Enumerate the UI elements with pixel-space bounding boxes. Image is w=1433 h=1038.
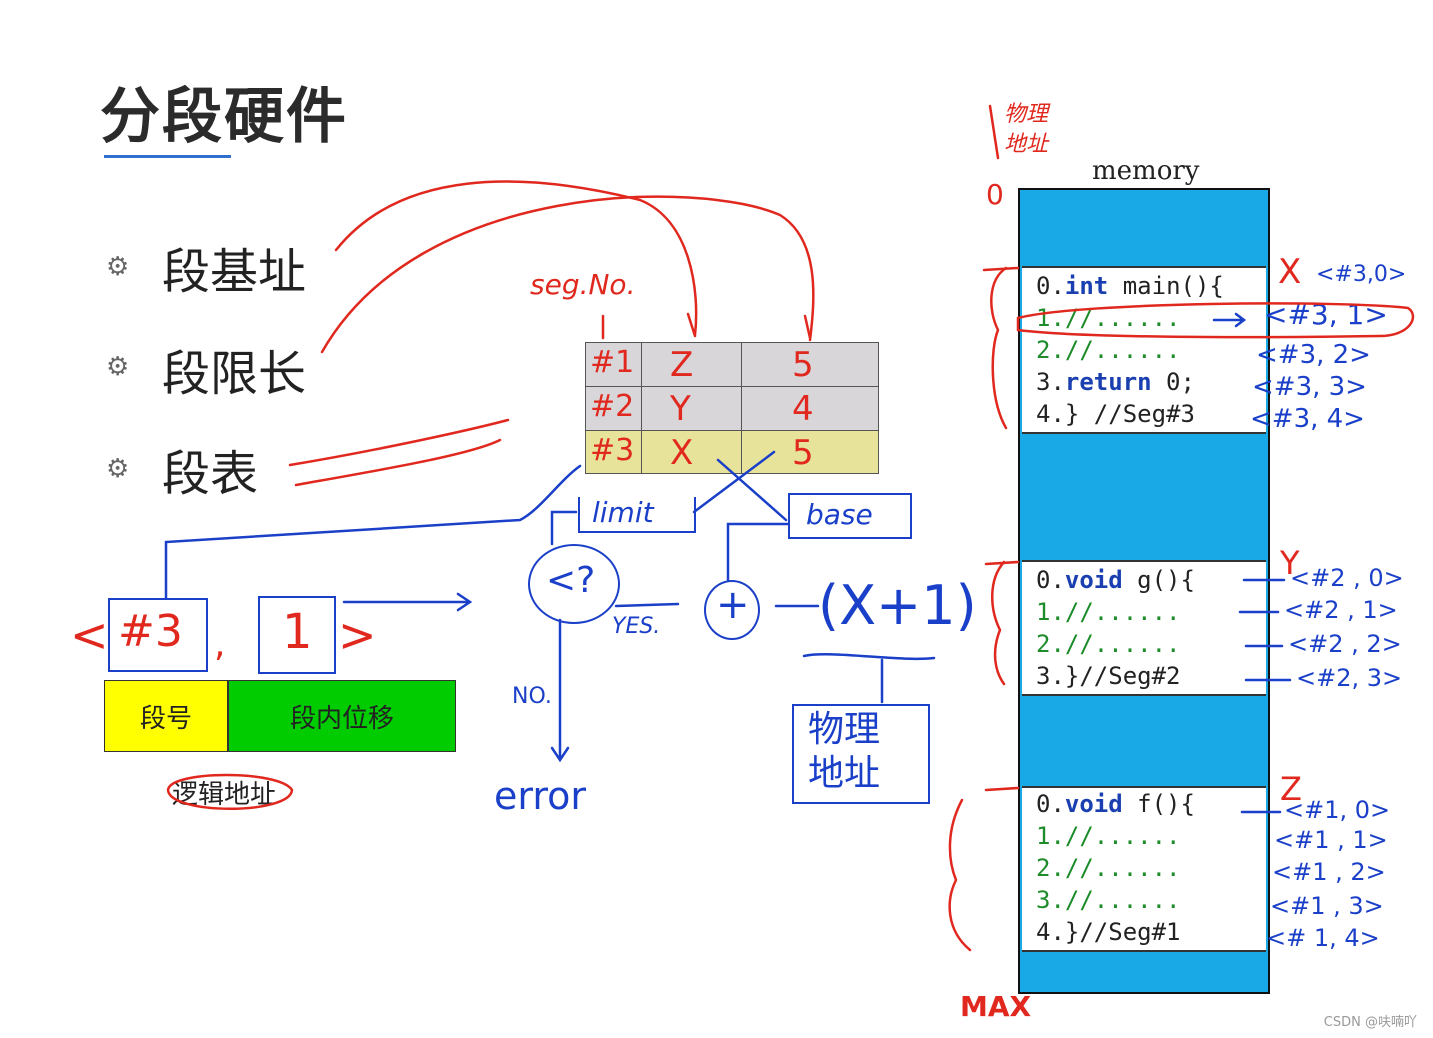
memory-segment-3: 0.int main(){ 1.//...... 2.//...... 3.re…	[1022, 266, 1266, 434]
address-annotation: <# 1, 4>	[1266, 924, 1380, 952]
table-cell-base: 5	[792, 345, 814, 385]
watermark: CSDN @呋喃吖	[1323, 1015, 1417, 1030]
offset-field-box	[228, 680, 456, 752]
address-annotation: <#1 , 1>	[1274, 826, 1388, 854]
error-label: error	[494, 774, 586, 818]
table-cell-seg: #2	[590, 389, 635, 424]
table-cell-seg: #3	[590, 433, 635, 468]
memory-segment-1: 0.void f(){ 1.//...... 2.//...... 3.//..…	[1022, 786, 1266, 952]
comma: ,	[214, 624, 226, 665]
address-annotation: <#3, 3>	[1252, 372, 1367, 402]
address-annotation: <#1 , 3>	[1270, 892, 1384, 920]
base-label: base	[806, 498, 873, 531]
table-cell-limit: X	[670, 433, 694, 473]
memory-segment-2: 0.void g(){ 1.//...... 2.//...... 3.}//S…	[1022, 560, 1266, 696]
table-cell-base: 4	[792, 389, 814, 429]
address-annotation: <#1, 0>	[1284, 796, 1391, 824]
address-annotation: <#3,0>	[1316, 262, 1407, 287]
code-line: 3.}//Seg#2	[1036, 662, 1181, 690]
table-cell-limit: Z	[670, 345, 694, 385]
address-annotation: <#2, 3>	[1296, 664, 1403, 692]
code-line: 2.//......	[1036, 336, 1181, 364]
code-line: 1.//......	[1036, 598, 1181, 626]
close-angle: >	[338, 608, 377, 662]
seg-field-box	[104, 680, 228, 752]
bullet-segment-limit: 段限长	[162, 346, 307, 402]
page-title: 分段硬件	[100, 82, 348, 152]
seg-number: #3	[118, 606, 183, 657]
code-line: 2.//......	[1036, 854, 1181, 882]
bullet-segment-table: 段表	[162, 446, 259, 502]
bullet-icon: ⚙	[106, 252, 130, 282]
address-annotation: <#2 , 1>	[1284, 596, 1398, 624]
plus-label: +	[716, 582, 750, 628]
address-annotation: <#2 , 2>	[1288, 630, 1402, 658]
code-line: 4.} //Seg#3	[1036, 400, 1195, 428]
bullet-icon: ⚙	[106, 352, 130, 382]
memory-top-note: 物理 地址	[1004, 102, 1049, 157]
address-annotation: <#3, 4>	[1250, 404, 1365, 434]
title-underline	[104, 155, 231, 158]
adder-circle	[704, 580, 760, 640]
open-angle: <	[70, 608, 109, 662]
seg-field-label: 段号	[139, 704, 192, 734]
seg-number-box	[108, 598, 208, 672]
segment-marker-x: X	[1278, 252, 1302, 292]
limit-label: limit	[592, 496, 654, 529]
code-line: 3.//......	[1036, 886, 1181, 914]
segment-marker-z: Z	[1280, 770, 1302, 808]
code-line: 0.void f(){	[1036, 790, 1195, 818]
base-box	[788, 493, 912, 539]
offset-number: 1	[282, 604, 313, 660]
table-cell-base: 5	[792, 433, 814, 473]
code-line: 3.return 0;	[1036, 368, 1195, 396]
limit-box	[578, 497, 696, 533]
offset-box	[258, 596, 336, 674]
address-annotation: <#2 , 0>	[1290, 564, 1404, 592]
segment-table: #1 Z 5 #2 Y 4 #3 X 5	[585, 342, 879, 474]
table-cell-limit: Y	[670, 389, 691, 429]
compare-label: <?	[546, 560, 596, 601]
address-annotation: <#1 , 2>	[1272, 858, 1386, 886]
compare-circle	[528, 544, 620, 624]
memory-max: MAX	[960, 990, 1032, 1023]
seg-no-label: seg.No.	[530, 268, 636, 301]
physical-address-box	[792, 704, 930, 804]
no-label: NO.	[512, 684, 552, 709]
result-label: (X+1)	[818, 574, 977, 637]
bullet-icon: ⚙	[106, 454, 130, 484]
segment-table-highlight-row	[586, 431, 878, 473]
code-line: 4.}//Seg#1	[1036, 918, 1181, 946]
table-cell-seg: #1	[590, 345, 635, 380]
code-line: 2.//......	[1036, 630, 1181, 658]
physical-address-label: 物理 地址	[808, 709, 881, 794]
code-line: 0.int main(){	[1036, 272, 1224, 300]
memory-zero: 0	[986, 178, 1004, 211]
address-annotation: <#3, 2>	[1256, 340, 1371, 370]
memory-label: memory	[1092, 156, 1200, 186]
offset-field-label: 段内位移	[289, 704, 394, 734]
bullet-segment-base: 段基址	[162, 244, 307, 300]
yes-label: YES.	[612, 614, 661, 639]
segment-marker-y: Y	[1280, 544, 1300, 582]
code-line: 1.//......	[1036, 822, 1181, 850]
code-line: 0.void g(){	[1036, 566, 1195, 594]
